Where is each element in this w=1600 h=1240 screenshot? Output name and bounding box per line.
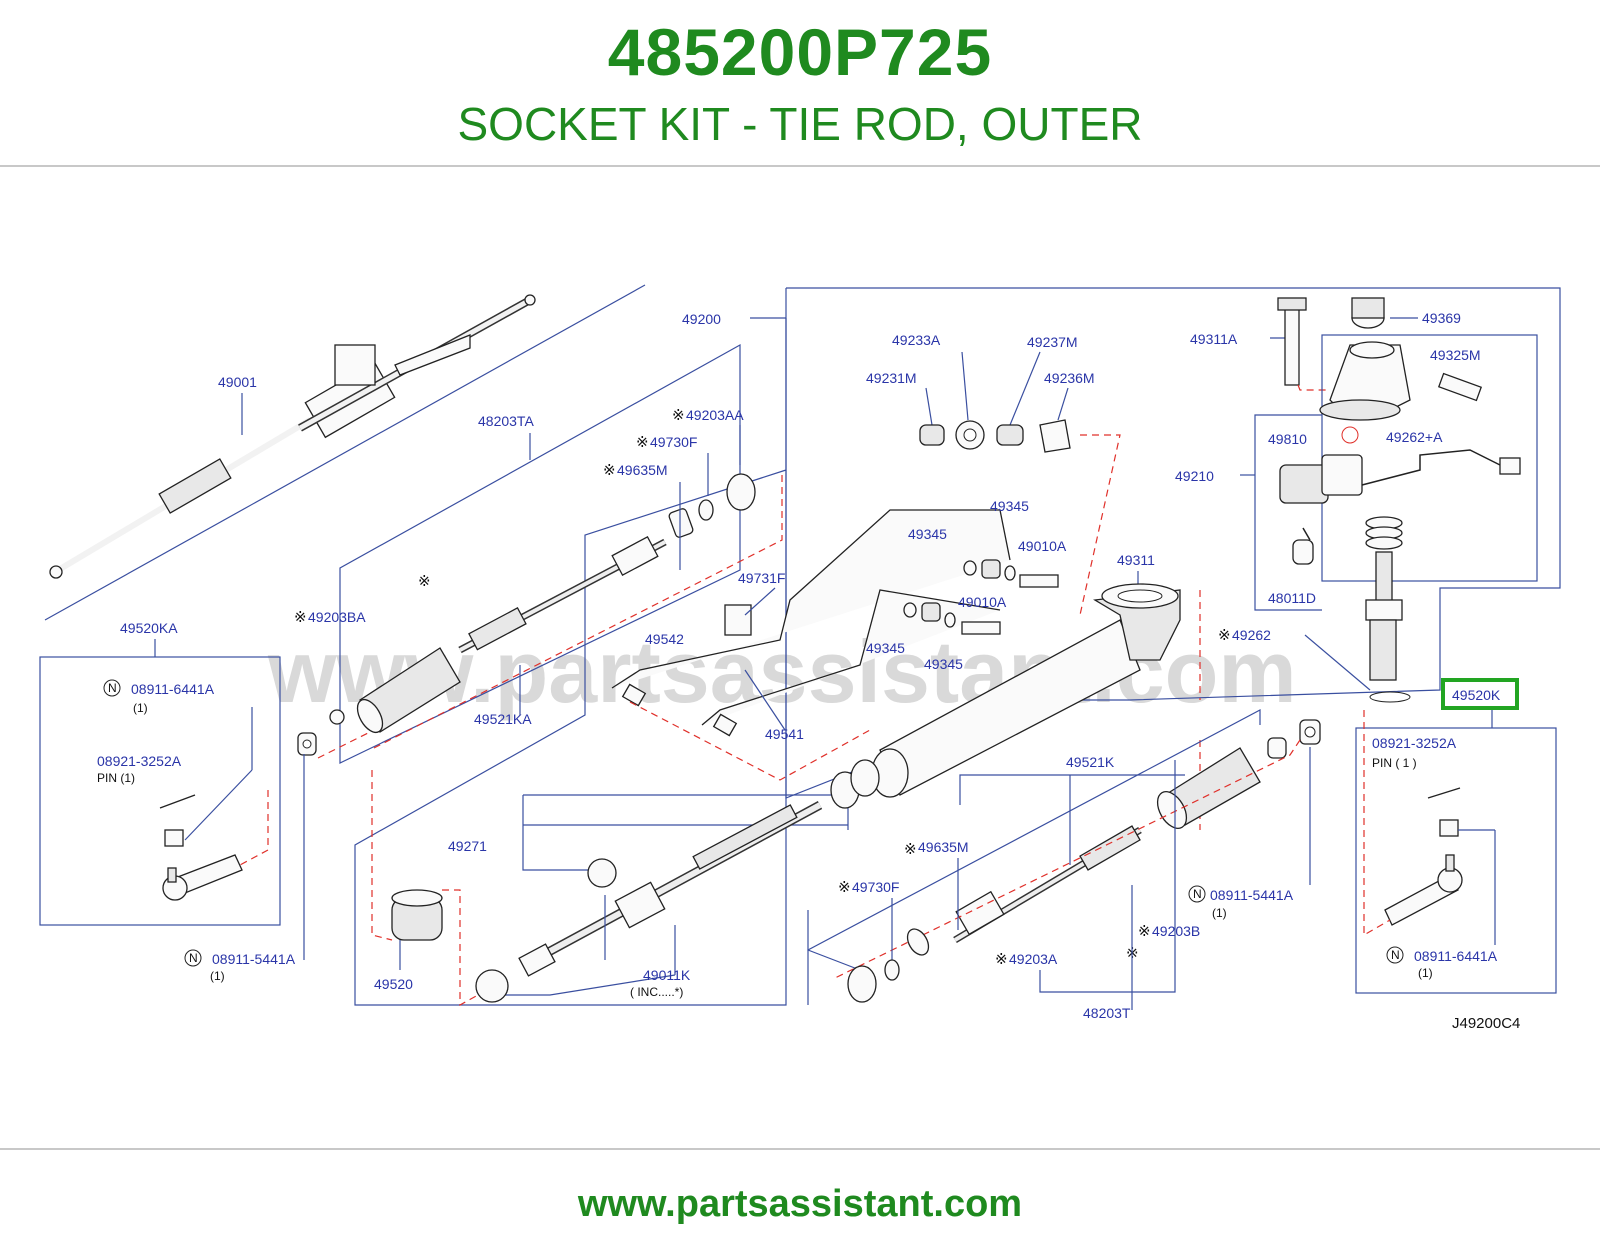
label-49236M: 49236M: [1044, 370, 1095, 386]
pin-note-right: PIN ( 1 ): [1372, 756, 1417, 770]
label-49635M-bot: 49635M: [918, 839, 969, 855]
kome-49203AA: ※: [672, 407, 685, 424]
label-08911-6441A-right: 08911-6441A: [1414, 948, 1498, 964]
qty-left-bottom: (1): [210, 969, 225, 983]
footer-url[interactable]: www.partsassistant.com: [577, 1183, 1023, 1225]
n-badge-right-top: N: [1193, 887, 1202, 901]
pinion-shaft: [1365, 516, 1411, 703]
label-08911-5441A-right: 08911-5441A: [1210, 887, 1294, 903]
label-49010A-a: 49010A: [1018, 538, 1067, 554]
label-49203BA: 49203BA: [308, 609, 366, 625]
label-49011K-note: ( INC.....*): [630, 985, 683, 999]
diagram-ref-code: J49200C4: [1452, 1015, 1520, 1032]
label-49233A: 49233A: [892, 332, 941, 348]
boot-right: [1156, 747, 1261, 829]
label-49521KA: 49521KA: [474, 711, 532, 727]
pin-note-left: PIN (1): [97, 771, 135, 785]
solenoid-valve: [1279, 449, 1521, 504]
kome-49635M-top: ※: [603, 462, 616, 479]
label-49203AA: 49203AA: [686, 407, 744, 423]
label-49369: 49369: [1422, 310, 1461, 326]
label-49262: 49262: [1232, 627, 1271, 643]
outer-tie-rod-end-right: [1384, 854, 1463, 926]
label-08911-6441A-left: 08911-6441A: [131, 681, 215, 697]
label-48011D: 48011D: [1268, 590, 1316, 606]
label-49542: 49542: [645, 631, 684, 647]
label-08921-3252A-right: 08921-3252A: [1372, 735, 1457, 751]
n-badge-right-bottom: N: [1391, 948, 1400, 962]
label-49345-c: 49345: [866, 640, 905, 656]
label-49271: 49271: [448, 838, 487, 854]
highlight-box-49520K: [1441, 678, 1519, 710]
part-name-subtitle: SOCKET KIT - TIE ROD, OUTER: [457, 98, 1143, 150]
label-08911-5441A-left: 08911-5441A: [212, 951, 296, 967]
label-49203A: 49203A: [1009, 951, 1058, 967]
qty-right-top: (1): [1212, 906, 1227, 920]
label-49635M-top: 49635M: [617, 462, 668, 478]
n-badge-left-bottom: N: [189, 951, 198, 965]
kome-49262: ※: [1218, 627, 1231, 644]
label-49730F-top: 49730F: [650, 434, 697, 450]
kome-49203A: ※: [995, 951, 1008, 968]
kome-49730F-bot: ※: [838, 879, 851, 896]
parts-diagram: www.partsassistant.com 49001 49200 48203…: [39, 284, 1561, 1032]
label-49345-d: 49345: [924, 656, 963, 672]
label-49345-a: 49345: [990, 498, 1029, 514]
label-49520: 49520: [374, 976, 413, 992]
label-48203T: 48203T: [1083, 1005, 1131, 1021]
label-49810: 49810: [1268, 431, 1307, 447]
kome-49730F-top: ※: [636, 434, 649, 451]
valve-housing: [1319, 341, 1411, 421]
kome-left-rod: ※: [418, 573, 431, 590]
kome-49635M-bot: ※: [904, 841, 917, 858]
qty-right-bottom: (1): [1418, 966, 1433, 980]
label-49203B: 49203B: [1152, 923, 1200, 939]
label-49010A-b: 49010A: [958, 594, 1007, 610]
label-48203TA: 48203TA: [478, 413, 534, 429]
boot-left: [356, 647, 461, 734]
label-49231M: 49231M: [866, 370, 917, 386]
label-49731F: 49731F: [738, 570, 785, 586]
kome-49203B: ※: [1138, 923, 1151, 940]
label-49520K[interactable]: 49520K: [1452, 687, 1501, 703]
rack-bar: [518, 801, 823, 977]
label-49011K: 49011K: [643, 967, 691, 983]
inner-tie-rod-left: [458, 536, 667, 654]
label-49262A: 49262+A: [1386, 429, 1443, 445]
label-49001: 49001: [218, 374, 257, 390]
n-badge-left-top: N: [108, 681, 117, 695]
qty-left-top: (1): [133, 701, 148, 715]
label-49730F-bot: 49730F: [852, 879, 899, 895]
label-49520KA: 49520KA: [120, 620, 178, 636]
label-08921-3252A-left: 08921-3252A: [97, 753, 182, 769]
label-49311: 49311: [1117, 552, 1155, 568]
label-49521K: 49521K: [1066, 754, 1115, 770]
label-49210: 49210: [1175, 468, 1214, 484]
label-49200: 49200: [682, 311, 721, 327]
header-divider: [0, 165, 1600, 167]
rack-housing: [871, 583, 1181, 798]
label-49237M: 49237M: [1027, 334, 1078, 350]
label-49541: 49541: [765, 726, 804, 742]
rack-bushing: [391, 889, 443, 941]
steering-gear-assembly: [44, 284, 646, 621]
outer-tie-rod-end-left: [162, 854, 243, 901]
label-49345-b: 49345: [908, 526, 947, 542]
label-49325M: 49325M: [1430, 347, 1481, 363]
footer-divider: [0, 1148, 1600, 1150]
part-number-title: 485200P725: [607, 15, 993, 89]
label-49311A: 49311A: [1190, 331, 1238, 347]
kome-49203BA: ※: [294, 609, 307, 626]
inner-tie-rod-right: [953, 825, 1142, 944]
